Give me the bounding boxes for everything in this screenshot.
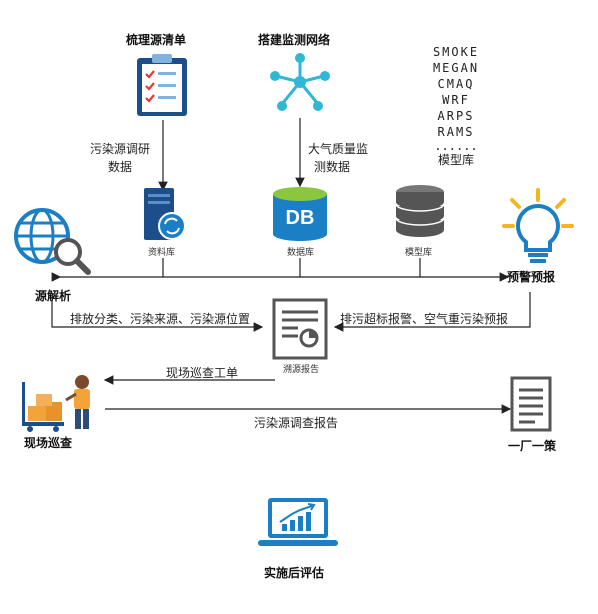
source-analysis-label: 源解析: [35, 289, 72, 303]
one-factory-policy-label: 一厂一策: [508, 439, 557, 453]
emission-classification-label: 排放分类、污染来源、污染源位置: [70, 312, 251, 326]
overrun-alarm-label: 排污超标报警、空气重污染预报: [340, 312, 509, 326]
post-evaluation-label: 实施后评估: [264, 566, 325, 580]
build-network-title: 搭建监测网络: [258, 33, 331, 47]
early-warning-label: 预警预报: [507, 270, 556, 284]
network-icon: [270, 53, 330, 111]
survey-data-label: 污染源调研 数据: [90, 140, 150, 176]
database-label: 数据库: [287, 248, 315, 258]
model-item: SMOKE: [432, 45, 480, 59]
traceability-report-label: 溯源报告: [283, 365, 320, 375]
laptop-chart-icon: [258, 498, 338, 546]
model-item: CMAQ: [437, 77, 475, 91]
clipboard-checklist-icon: [137, 54, 187, 116]
server-refresh-icon: [144, 188, 186, 240]
model-repo-label: 模型库: [437, 153, 474, 167]
survey-report-label: 污染源调查报告: [254, 416, 339, 430]
survey-data-line-1: 污染源调研: [90, 142, 151, 156]
model-item: ARPS: [437, 109, 475, 123]
survey-data-line-2: 数据: [108, 160, 133, 174]
air-quality-line-1: 大气质量监: [308, 142, 369, 156]
globe-search-icon: [14, 208, 91, 275]
air-quality-line-2: 测数据: [314, 160, 351, 174]
model-db-label: 模型库: [405, 248, 433, 258]
models-list: SMOKE MEGAN CMAQ WRF ARPS RAMS ...... 模型…: [418, 44, 494, 168]
model-item: RAMS: [437, 125, 475, 139]
model-db-stack-icon: [395, 185, 445, 237]
report-document-icon: [272, 298, 328, 360]
database-icon-text: DB: [286, 207, 315, 229]
sort-sources-title: 梳理源清单: [126, 33, 187, 47]
database-icon: DB: [273, 187, 327, 241]
material-db-label: 资料库: [148, 248, 176, 258]
air-quality-data-label: 大气质量监 测数据: [308, 140, 368, 176]
model-item: WRF: [442, 93, 470, 107]
model-item: ......: [434, 139, 478, 153]
field-inspection-label: 现场巡查: [24, 436, 73, 450]
work-order-label: 现场巡查工单: [166, 366, 239, 380]
policy-document-icon: [510, 376, 552, 432]
model-item: MEGAN: [432, 61, 480, 75]
delivery-worker-icon: [22, 375, 90, 432]
lightbulb-icon: [502, 188, 574, 263]
